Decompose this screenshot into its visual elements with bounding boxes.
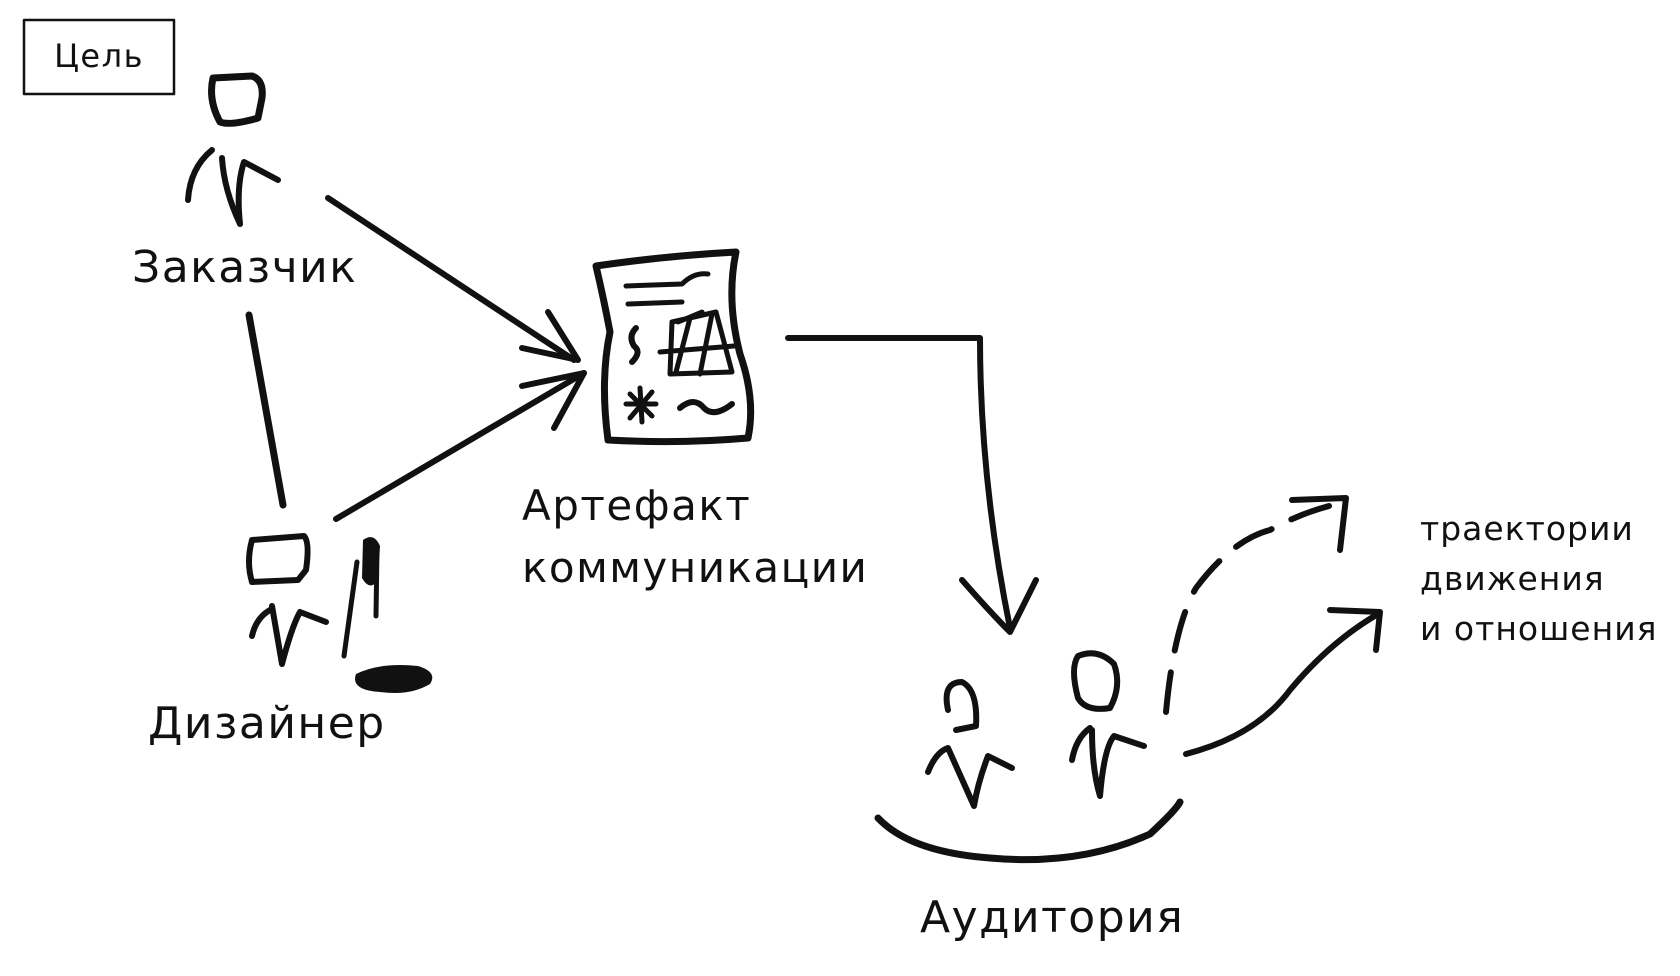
customer-torso bbox=[219, 155, 281, 227]
designer-person-with-pencil-icon bbox=[246, 533, 433, 693]
audience-bowl-curve bbox=[874, 798, 1184, 864]
solid-arrowhead bbox=[1327, 607, 1383, 653]
audience-label: Аудитория bbox=[920, 892, 1184, 943]
artifact-to-audience-arrow bbox=[785, 335, 1013, 631]
trajectory-solid-arrow bbox=[1183, 611, 1381, 757]
designer-torso bbox=[269, 603, 329, 667]
outcome-line3: и отношения bbox=[1420, 609, 1658, 648]
audience-person2-body bbox=[1069, 725, 1147, 799]
designer-pencil-tip bbox=[362, 537, 380, 586]
designer-arrowhead bbox=[519, 370, 587, 431]
audience-group-of-people-icon bbox=[874, 650, 1184, 864]
designer-to-artifact-arrow bbox=[333, 370, 587, 522]
doc-subtitle-line bbox=[625, 299, 685, 307]
designer-label: Дизайнер bbox=[148, 698, 386, 749]
outcome-line2: движения bbox=[1420, 559, 1605, 598]
doc-asterisk bbox=[623, 385, 659, 425]
outcome-line1: траектории bbox=[1420, 509, 1634, 548]
trajectory-dashed-arrow bbox=[1163, 499, 1349, 715]
designer-pencil-line bbox=[341, 559, 360, 659]
customer-person-icon bbox=[185, 72, 281, 227]
dashed-arrowhead bbox=[1289, 495, 1349, 553]
artifact-document-icon bbox=[592, 248, 755, 446]
doc-squiggle bbox=[628, 325, 641, 365]
goal-frame bbox=[22, 18, 176, 96]
artifact-label-line2: коммуникации bbox=[522, 543, 868, 592]
audience-person1-body bbox=[925, 745, 1015, 809]
customer-arrowhead bbox=[519, 309, 581, 363]
doc-title-line bbox=[623, 271, 711, 289]
customer-left-arm bbox=[185, 147, 215, 203]
customer-head bbox=[208, 72, 266, 127]
customer-designer-link bbox=[245, 311, 287, 509]
audience-person1-head bbox=[943, 679, 980, 733]
designer-head bbox=[246, 533, 311, 585]
designer-left-arm bbox=[249, 607, 273, 639]
goal-box: Цель bbox=[22, 18, 176, 96]
designer-ink-blot bbox=[355, 665, 433, 693]
customer-to-artifact-arrow bbox=[325, 195, 577, 363]
document-sheet bbox=[592, 248, 755, 446]
goal-label: Цель bbox=[54, 37, 144, 75]
artifact-label-line1: Артефакт bbox=[522, 481, 751, 530]
doc-chart-grid bbox=[657, 309, 737, 377]
customer-label: Заказчик bbox=[132, 242, 357, 293]
audience-person2-head bbox=[1071, 650, 1121, 712]
doc-wave bbox=[677, 399, 735, 416]
audience-arrowhead bbox=[959, 577, 1039, 635]
